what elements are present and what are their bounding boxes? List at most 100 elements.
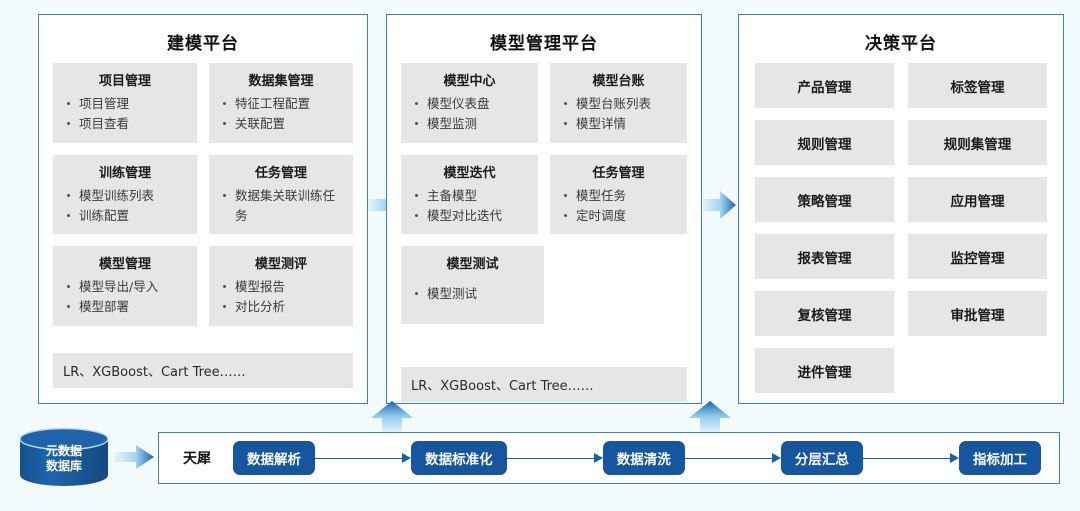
card-item-list: 项目管理 项目查看	[59, 94, 191, 135]
pipeline-connector-arrow-icon	[684, 453, 781, 463]
card-model-management[interactable]: 模型管理 模型导出/导入 模型部署	[53, 246, 197, 326]
list-item[interactable]: 模型测试	[407, 284, 538, 304]
decision-cell-review-management[interactable]: 复核管理	[755, 291, 894, 336]
card-title: 项目管理	[98, 74, 151, 89]
card-item-list: 模型报告 对比分析	[215, 277, 347, 318]
arrow-right-icon	[702, 189, 736, 221]
list-item[interactable]: 模型训练列表	[59, 186, 191, 206]
list-item[interactable]: 模型部署	[59, 297, 191, 317]
card-title: 训练管理	[98, 165, 151, 181]
list-item[interactable]: 模型监测	[407, 114, 532, 134]
pipeline-step-data-cleaning[interactable]: 数据清洗	[602, 441, 685, 475]
model-mgmt-card-grid: 模型中心 模型仪表盘 模型监测 模型台账 模型台账列表 模型详情 模型迭代	[401, 63, 687, 336]
list-item[interactable]: 模型仪表盘	[407, 94, 532, 114]
list-item[interactable]: 模型对比迭代	[407, 206, 532, 226]
decision-cell-ruleset-management[interactable]: 规则集管理	[908, 120, 1047, 165]
list-item[interactable]: 项目管理	[59, 94, 191, 114]
decision-cell-approval-management[interactable]: 审批管理	[908, 291, 1047, 336]
card-title: 任务管理	[254, 165, 307, 181]
list-item[interactable]: 项目查看	[59, 114, 191, 134]
list-item[interactable]: 对比分析	[215, 297, 347, 317]
card-title: 模型迭代	[443, 165, 496, 181]
pipeline-step-data-parse[interactable]: 数据解析	[233, 441, 315, 475]
decision-cell-monitoring-management[interactable]: 监控管理	[908, 234, 1047, 279]
pipeline-step-data-standardization[interactable]: 数据标准化	[411, 441, 507, 475]
card-title: 模型台账	[592, 74, 645, 89]
pipeline-step-metric-processing[interactable]: 指标加工	[959, 441, 1041, 475]
card-row: 训练管理 模型训练列表 训练配置 任务管理 数据集关联训练任务	[53, 154, 353, 234]
card-row: 模型中心 模型仪表盘 模型监测 模型台账 模型台账列表 模型详情	[401, 63, 687, 143]
pipeline-step-layered-aggregation[interactable]: 分层汇总	[780, 441, 863, 475]
card-item-list: 模型训练列表 训练配置	[59, 186, 191, 227]
list-item[interactable]: 关联配置	[215, 114, 347, 134]
pipeline-connector-arrow-icon	[506, 453, 603, 463]
card-project-management[interactable]: 项目管理 项目管理 项目查看	[53, 63, 197, 143]
card-item-list: 模型测试	[407, 284, 538, 304]
algorithm-footer-modeling: LR、XGBoost、Cart Tree……	[53, 353, 353, 388]
decision-cell-report-management[interactable]: 报表管理	[755, 234, 894, 279]
card-item-list: 特征工程配置 关联配置	[215, 94, 347, 135]
panel-title-modeling: 建模平台	[167, 34, 239, 54]
decision-cell-empty	[908, 348, 1047, 393]
pipeline-steps: 数据解析 数据标准化 数据清洗 分层汇总 指标加工	[217, 441, 1059, 475]
metadata-database-cylinder[interactable]: 元数据 数据库	[18, 427, 110, 486]
decision-cell-rule-management[interactable]: 规则管理	[755, 120, 894, 165]
card-title: 模型管理	[98, 257, 151, 272]
panel-model-management-platform: 模型管理平台 模型中心 模型仪表盘 模型监测 模型台账 模型台账列表 模型详情	[386, 14, 702, 404]
arrow-up-icon	[371, 401, 413, 435]
pipeline-connector-arrow-icon	[315, 453, 412, 463]
modeling-card-grid: 项目管理 项目管理 项目查看 数据集管理 特征工程配置 关联配置 训练管理	[53, 63, 353, 338]
card-item-list: 数据集关联训练任务	[215, 186, 347, 227]
card-model-iteration[interactable]: 模型迭代 主备模型 模型对比迭代	[401, 154, 538, 234]
card-task-management-2[interactable]: 任务管理 模型任务 定时调度	[550, 154, 687, 234]
list-item[interactable]: 特征工程配置	[215, 94, 347, 114]
card-model-evaluation[interactable]: 模型测评 模型报告 对比分析	[209, 246, 353, 326]
card-dataset-management[interactable]: 数据集管理 特征工程配置 关联配置	[209, 63, 353, 143]
arrow-right-icon	[114, 443, 154, 471]
decision-cell-intake-management[interactable]: 进件管理	[755, 348, 894, 393]
algorithm-footer-model-mgmt: LR、XGBoost、Cart Tree……	[401, 367, 687, 402]
list-item[interactable]: 模型详情	[556, 114, 681, 134]
card-item-list: 主备模型 模型对比迭代	[407, 186, 532, 227]
card-model-test[interactable]: 模型测试 模型测试	[401, 246, 544, 325]
card-model-ledger[interactable]: 模型台账 模型台账列表 模型详情	[550, 63, 687, 143]
list-item[interactable]: 数据集关联训练任务	[215, 186, 347, 227]
decision-cell-strategy-management[interactable]: 策略管理	[755, 177, 894, 222]
pipeline-connector-arrow-icon	[862, 453, 959, 463]
card-training-management[interactable]: 训练管理 模型训练列表 训练配置	[53, 154, 197, 234]
card-item-list: 模型任务 定时调度	[556, 186, 681, 227]
decision-cell-application-management[interactable]: 应用管理	[908, 177, 1047, 222]
card-row: 项目管理 项目管理 项目查看 数据集管理 特征工程配置 关联配置	[53, 63, 353, 143]
card-title: 模型测试	[446, 257, 499, 272]
card-row: 模型迭代 主备模型 模型对比迭代 任务管理 模型任务 定时调度	[401, 154, 687, 234]
panel-title-decision: 决策平台	[865, 34, 937, 54]
card-title: 模型测评	[254, 257, 307, 272]
card-item-list: 模型仪表盘 模型监测	[407, 94, 532, 135]
list-item[interactable]: 模型台账列表	[556, 94, 681, 114]
card-slot-empty	[556, 246, 687, 324]
card-title: 数据集管理	[248, 74, 314, 89]
card-row: 模型管理 模型导出/导入 模型部署 模型测评 模型报告 对比分析	[53, 246, 353, 326]
data-pipeline-bar: 天犀 数据解析 数据标准化 数据清洗 分层汇总 指标加工	[158, 432, 1060, 484]
list-item[interactable]: 训练配置	[59, 206, 191, 226]
card-title: 模型中心	[443, 74, 496, 89]
panel-decision-platform: 决策平台 产品管理 标签管理 规则管理 规则集管理 策略管理 应用管理 报表管理…	[738, 14, 1064, 404]
card-task-management[interactable]: 任务管理 数据集关联训练任务	[209, 154, 353, 234]
list-item[interactable]: 模型任务	[556, 186, 681, 206]
list-item[interactable]: 模型导出/导入	[59, 277, 191, 297]
card-row: 模型测试 模型测试	[401, 246, 687, 325]
list-item[interactable]: 模型报告	[215, 277, 347, 297]
pipeline-platform-label: 天犀	[183, 451, 211, 467]
decision-cell-tag-management[interactable]: 标签管理	[908, 63, 1047, 108]
card-item-list: 模型导出/导入 模型部署	[59, 277, 191, 318]
decision-cell-product-management[interactable]: 产品管理	[755, 63, 894, 108]
list-item[interactable]: 定时调度	[556, 206, 681, 226]
card-title: 任务管理	[592, 165, 645, 181]
panel-title-model-mgmt: 模型管理平台	[490, 34, 598, 54]
panel-modeling-platform: 建模平台 项目管理 项目管理 项目查看 数据集管理 特征工程配置 关联配置	[38, 14, 368, 404]
list-item[interactable]: 主备模型	[407, 186, 532, 206]
card-item-list: 模型台账列表 模型详情	[556, 94, 681, 135]
card-model-center[interactable]: 模型中心 模型仪表盘 模型监测	[401, 63, 538, 143]
decision-module-grid: 产品管理 标签管理 规则管理 规则集管理 策略管理 应用管理 报表管理 监控管理…	[755, 63, 1047, 393]
